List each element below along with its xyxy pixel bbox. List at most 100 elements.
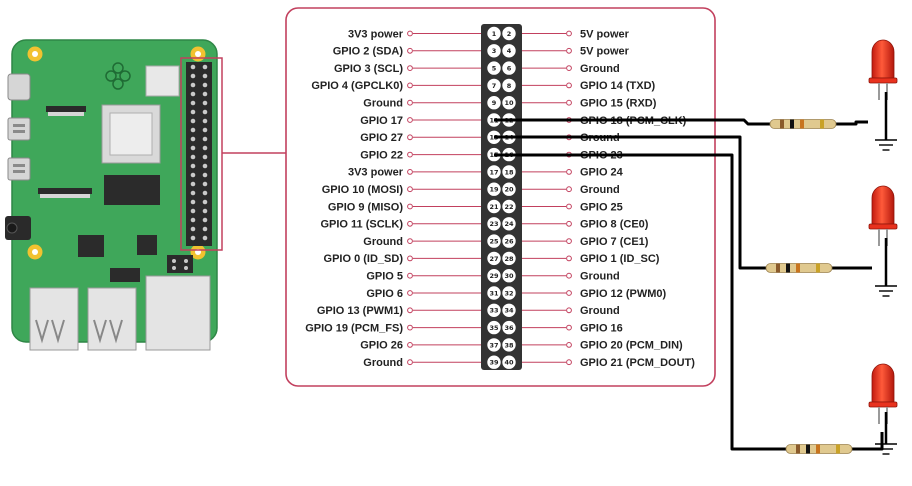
wire xyxy=(852,432,884,451)
pin-number-left: 5 xyxy=(492,65,497,73)
pin-marker xyxy=(407,255,413,262)
pin-number-circle xyxy=(487,165,501,179)
pin-marker xyxy=(407,65,413,71)
pin-number-left: 39 xyxy=(489,359,499,367)
pin-number-left: 9 xyxy=(492,99,497,107)
pin-number-right: 26 xyxy=(504,238,514,246)
gpio-highlight-box xyxy=(180,57,223,251)
raspberry-logo-icon xyxy=(105,62,131,90)
pin-number-right: 30 xyxy=(504,272,514,280)
pin-marker xyxy=(407,203,413,210)
pin-marker xyxy=(407,30,413,37)
pin-label-right: GPIO 24 xyxy=(580,167,624,179)
board-pin xyxy=(190,145,196,151)
pin-number-circle xyxy=(502,199,516,214)
led-icon xyxy=(868,185,898,246)
board-pin xyxy=(190,127,196,133)
pin-marker xyxy=(566,272,572,279)
board-pin xyxy=(202,145,208,151)
resistor xyxy=(769,119,837,129)
pin-label-left: GPIO 26 xyxy=(360,340,403,352)
resistor-band xyxy=(820,119,824,129)
board-pin xyxy=(190,73,196,79)
board-pin xyxy=(190,64,196,70)
ethernet-chip xyxy=(137,235,157,255)
pin-number-left: 35 xyxy=(489,324,499,332)
pin-number-circle xyxy=(502,251,516,266)
audio-jack xyxy=(5,216,31,240)
pin-label-right: GPIO 7 (CE1) xyxy=(580,236,649,248)
pin-marker xyxy=(407,342,413,348)
pin-number-left: 25 xyxy=(489,238,499,246)
board-pin xyxy=(202,217,208,223)
small-chip xyxy=(110,268,140,282)
ram-chip xyxy=(104,175,160,205)
pin-label-left: GPIO 3 (SCL) xyxy=(334,63,403,75)
pin-marker xyxy=(566,255,572,262)
pin-label-left: Ground xyxy=(363,98,403,110)
pin-number-circle xyxy=(502,355,516,369)
resistor xyxy=(765,263,833,273)
resistor-band xyxy=(796,263,800,273)
pin-label-left: GPIO 11 (SCLK) xyxy=(320,219,403,231)
board-pin xyxy=(190,118,196,124)
pin-marker xyxy=(566,82,572,89)
pin-number-circle xyxy=(487,251,501,266)
gpio-header xyxy=(186,62,212,246)
pin-number-right: 4 xyxy=(507,47,512,55)
pin-label-right: GPIO 16 xyxy=(580,322,623,334)
board-pin xyxy=(202,100,208,106)
pin-number-left: 29 xyxy=(489,272,499,280)
pin-number-left: 17 xyxy=(489,168,498,176)
ethernet-port xyxy=(145,275,211,351)
pin-label-left: GPIO 22 xyxy=(360,149,403,161)
pin-number-right: 32 xyxy=(504,289,513,297)
pin-number-right: 28 xyxy=(504,255,514,263)
pin-label-left: 3V3 power xyxy=(348,167,404,179)
pin-number-circle xyxy=(502,269,516,283)
wire xyxy=(494,118,770,126)
usb-port-2 xyxy=(87,287,137,351)
resistor-band xyxy=(836,444,840,454)
board-pin xyxy=(190,190,196,196)
pin-marker xyxy=(566,359,572,366)
board-pin xyxy=(202,235,208,241)
pin-number-circle xyxy=(502,320,516,335)
board-pin xyxy=(202,109,208,115)
wifi-module xyxy=(145,65,180,97)
pin-marker xyxy=(407,307,413,314)
board-pin xyxy=(190,217,196,223)
pin-number-right: 36 xyxy=(504,324,514,332)
pin-marker xyxy=(566,65,572,71)
pin-marker xyxy=(407,47,413,54)
resistor xyxy=(785,444,853,454)
board-pin xyxy=(190,109,196,115)
pinout-header-body xyxy=(481,24,522,370)
pin-marker xyxy=(407,290,413,296)
pin-number-right: 24 xyxy=(504,220,514,228)
pin-number-circle xyxy=(502,165,516,179)
pin-number-circle xyxy=(502,338,516,352)
pin-number-left: 33 xyxy=(489,307,498,315)
raspberry-pi-board xyxy=(5,39,223,351)
pin-number-circle xyxy=(487,338,501,352)
pin-marker xyxy=(407,169,413,175)
resistor-band xyxy=(776,263,780,273)
pin-label-right: GPIO 1 (ID_SC) xyxy=(580,253,660,265)
pin-label-right: Ground xyxy=(580,63,620,75)
board-pin xyxy=(202,127,208,133)
board-pin xyxy=(202,226,208,232)
pin-label-left: Ground xyxy=(363,236,403,248)
board-pin xyxy=(202,73,208,79)
pin-marker xyxy=(566,99,572,106)
pin-number-circle xyxy=(502,61,516,75)
pin-label-right: Ground xyxy=(580,184,620,196)
board-pin xyxy=(190,91,196,97)
pin-number-right: 2 xyxy=(507,30,512,38)
hdmi-port-1 xyxy=(7,117,31,141)
pin-marker xyxy=(566,290,572,296)
pin-label-left: GPIO 19 (PCM_FS) xyxy=(305,322,403,334)
pin-label-right: Ground xyxy=(580,271,620,283)
pin-number-left: 23 xyxy=(489,220,498,228)
pin-label-left: GPIO 13 (PWM1) xyxy=(317,305,404,317)
